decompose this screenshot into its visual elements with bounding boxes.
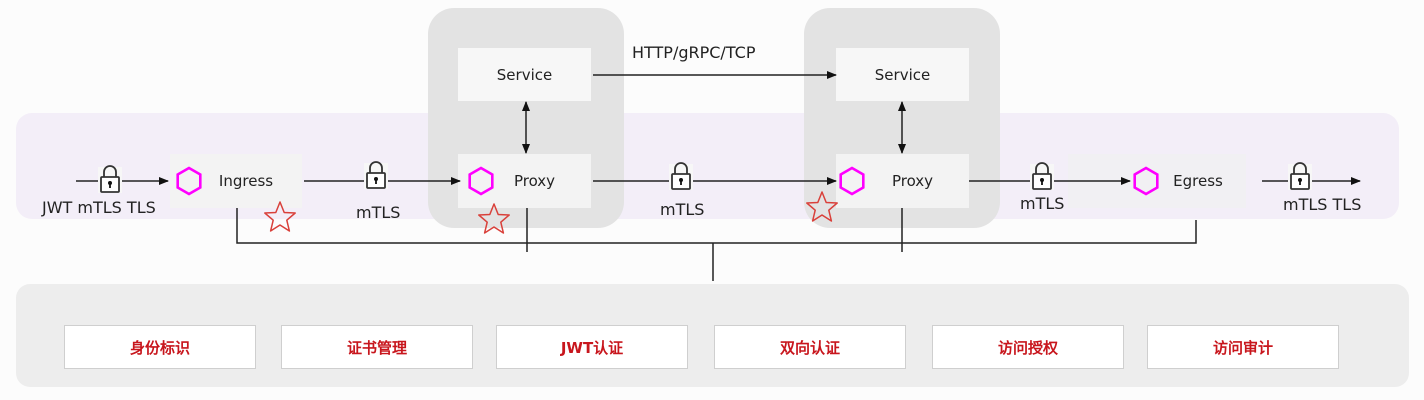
service-protocol-label: HTTP/gRPC/TCP — [632, 43, 756, 62]
proxy-box-1[interactable]: Proxy — [458, 154, 591, 208]
proxy-egress-protocol-label: mTLS — [1020, 194, 1065, 213]
proxy-label: Proxy — [513, 172, 556, 190]
outbound-protocol-label: mTLS TLS — [1283, 195, 1362, 214]
capability-label: 身份标识 — [129, 338, 190, 357]
proxy-2-star-icon — [806, 191, 838, 222]
proxy-egress-lock-icon — [1029, 162, 1055, 191]
service-label: Service — [496, 65, 553, 84]
outbound-lock-icon — [1287, 162, 1313, 191]
capability-label: 证书管理 — [346, 338, 407, 357]
control-plane-bus — [236, 208, 1197, 281]
proxy-1-star-icon — [478, 203, 510, 234]
inbound-protocol-label: JWT mTLS TLS — [42, 198, 156, 217]
service-label: Service — [874, 65, 931, 84]
service-box-2[interactable]: Service — [836, 48, 969, 101]
egress-hexagon-icon — [1133, 166, 1159, 196]
capability-jwt-auth[interactable]: JWT认证 — [496, 325, 688, 369]
capability-label: 双向认证 — [779, 338, 840, 357]
capability-label: 访问审计 — [1212, 338, 1273, 357]
ingress-label: Ingress — [218, 172, 274, 190]
capability-label: 访问授权 — [997, 338, 1058, 357]
capability-mutual-auth[interactable]: 双向认证 — [714, 325, 906, 369]
ingress-proxy-lock-icon — [363, 161, 389, 190]
proxy-label: Proxy — [891, 172, 934, 190]
proxy-1-hexagon-icon — [468, 166, 494, 196]
egress-label: Egress — [1173, 172, 1223, 190]
proxy-proxy-protocol-label: mTLS — [660, 200, 705, 219]
capability-access-authz[interactable]: 访问授权 — [932, 325, 1124, 369]
proxy-box-2[interactable]: Proxy — [836, 154, 969, 208]
service-box-1[interactable]: Service — [458, 48, 591, 101]
capability-access-audit[interactable]: 访问审计 — [1147, 325, 1339, 369]
proxy-2-hexagon-icon — [839, 166, 865, 196]
capability-identity[interactable]: 身份标识 — [64, 325, 256, 369]
inbound-lock-icon — [97, 165, 123, 194]
capability-cert-management[interactable]: 证书管理 — [281, 325, 473, 369]
ingress-hexagon-icon — [176, 166, 202, 196]
ingress-box[interactable]: Ingress — [170, 154, 302, 208]
capability-label: JWT认证 — [560, 338, 624, 357]
proxy-proxy-lock-icon — [668, 162, 694, 191]
ingress-proxy-protocol-label: mTLS — [356, 203, 401, 222]
ingress-star-icon — [264, 201, 296, 232]
